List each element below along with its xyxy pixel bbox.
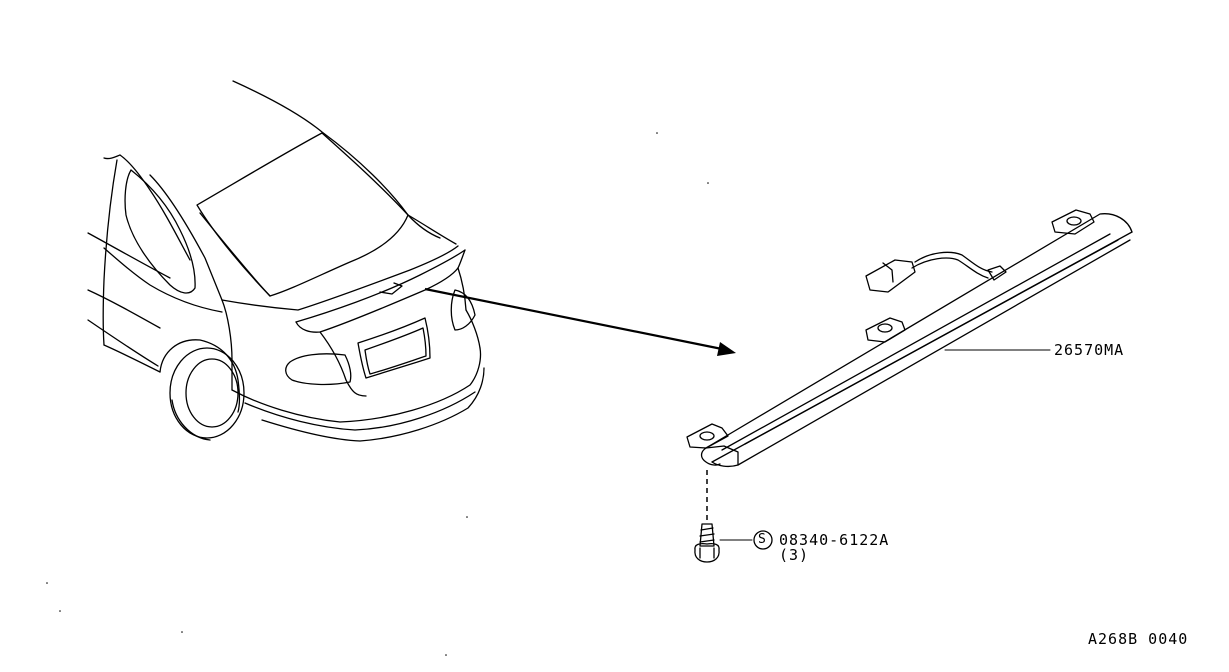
screw-illustration [694,523,773,563]
screw-quantity-label: (3) [779,546,810,564]
screw-symbol: S [758,532,766,547]
stop-lamp-illustration [686,209,1133,520]
screw-part-number-label: 08340-6122A [779,531,890,549]
pointer-arrow [424,287,736,356]
print-specks [46,132,709,656]
part-number-label: 26570MA [1054,341,1125,359]
drawing-code-label: A268B 0040 [1088,630,1189,648]
car-illustration [87,80,485,442]
